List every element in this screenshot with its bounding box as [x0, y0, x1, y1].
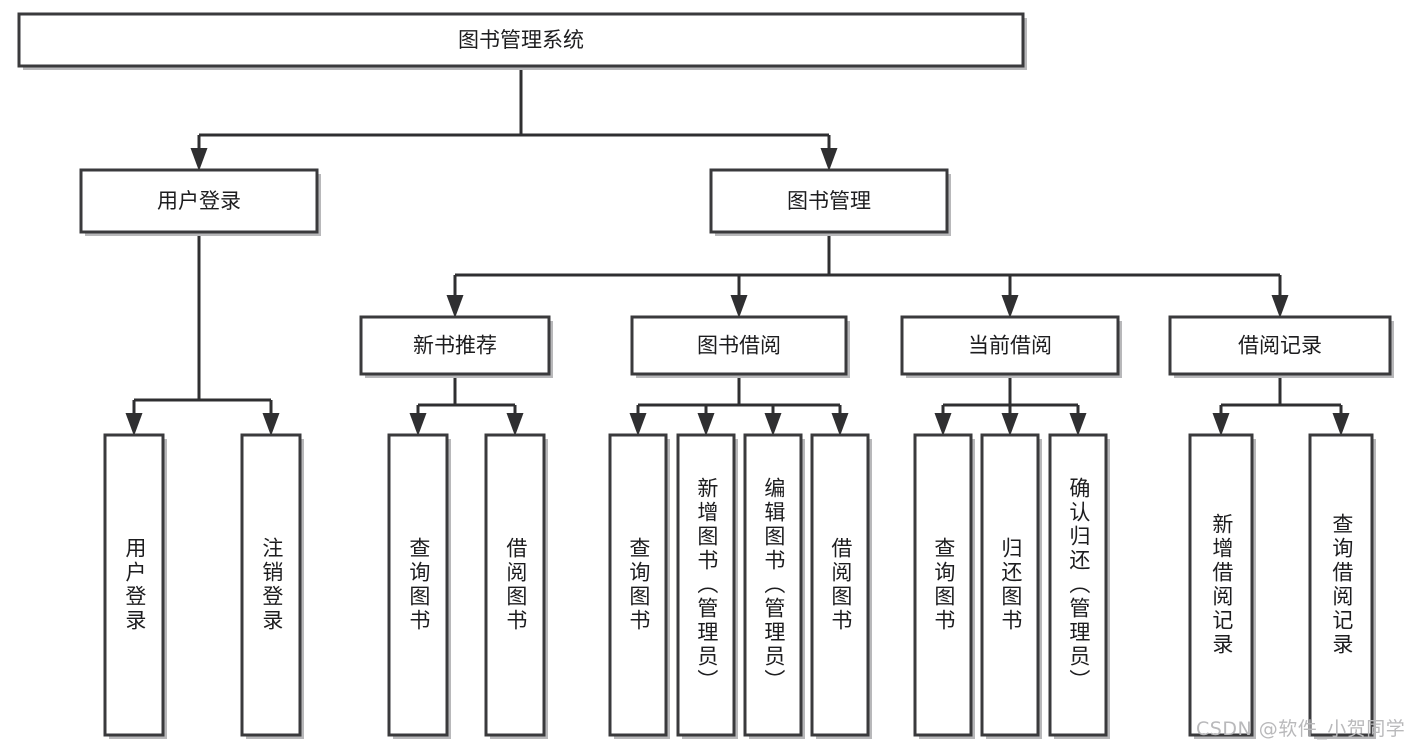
- arrow-head-leaf-query-book-borrow: [629, 413, 647, 436]
- arrow-head-leaf-query-borrow-record: [1332, 413, 1350, 436]
- node-box-leaf-borrow-book-recommend[interactable]: [484, 433, 546, 737]
- node-label-current-borrow: 当前借阅: [968, 334, 1052, 358]
- node-box-leaf-query-book-borrow[interactable]: [608, 433, 668, 737]
- node-box-leaf-borrow-book[interactable]: [810, 433, 870, 737]
- node-box-book-manage[interactable]: [709, 168, 949, 234]
- node-box-current-borrow[interactable]: [900, 315, 1120, 376]
- node-box-book-borrow[interactable]: [630, 315, 848, 376]
- arrow-head-leaf-query-book-recommend: [409, 413, 427, 436]
- arrow-head-leaf-return-book: [1001, 413, 1019, 436]
- node-box-leaf-edit-book-admin[interactable]: [743, 433, 803, 737]
- arrow-head-leaf-add-borrow-record: [1212, 413, 1230, 436]
- node-label-new-book-recommend: 新书推荐: [413, 334, 497, 358]
- node-label-book-borrow: 图书借阅: [697, 334, 781, 358]
- node-box-leaf-add-book-admin[interactable]: [676, 433, 736, 737]
- node-box-leaf-confirm-return-admin[interactable]: [1048, 433, 1108, 737]
- csdn-watermark: CSDN @软件_小贺同学: [1196, 718, 1405, 740]
- arrow-head-leaf-add-book-admin: [697, 413, 715, 436]
- node-box-layer: [17, 12, 1394, 739]
- node-box-leaf-query-book-recommend[interactable]: [387, 433, 449, 737]
- node-label-borrow-record: 借阅记录: [1238, 334, 1322, 358]
- node-box-leaf-query-book-current[interactable]: [913, 433, 973, 737]
- arrow-head-book-borrow: [730, 295, 748, 318]
- arrow-head-leaf-user-login: [125, 413, 143, 436]
- arrow-head-new-book-recommend: [446, 295, 464, 318]
- arrow-head-leaf-query-book-current: [934, 413, 952, 436]
- node-label-book-manage: 图书管理: [787, 189, 871, 213]
- node-box-leaf-query-borrow-record[interactable]: [1308, 433, 1374, 737]
- node-label-root: 图书管理系统: [458, 28, 584, 52]
- arrow-head-leaf-confirm-return-admin: [1069, 413, 1087, 436]
- node-label-user-login: 用户登录: [157, 189, 241, 213]
- arrow-head-current-borrow: [1001, 295, 1019, 318]
- arrow-head-borrow-record: [1271, 295, 1289, 318]
- arrow-head-leaf-edit-book-admin: [764, 413, 782, 436]
- arrow-head-user-login: [190, 148, 208, 171]
- node-box-root[interactable]: [17, 12, 1025, 68]
- node-box-leaf-add-borrow-record[interactable]: [1188, 433, 1254, 737]
- node-box-new-book-recommend[interactable]: [359, 315, 551, 376]
- arrow-head-leaf-logout: [262, 413, 280, 436]
- arrow-head-book-manage: [820, 148, 838, 171]
- arrow-head-leaf-borrow-book: [831, 413, 849, 436]
- node-box-user-login[interactable]: [79, 168, 319, 234]
- arrow-head-leaf-borrow-book-recommend: [506, 413, 524, 436]
- node-box-borrow-record[interactable]: [1168, 315, 1392, 376]
- node-box-leaf-user-login[interactable]: [103, 433, 165, 737]
- node-box-leaf-return-book[interactable]: [980, 433, 1040, 737]
- connector-layer: [125, 66, 1350, 436]
- node-box-leaf-logout[interactable]: [240, 433, 302, 737]
